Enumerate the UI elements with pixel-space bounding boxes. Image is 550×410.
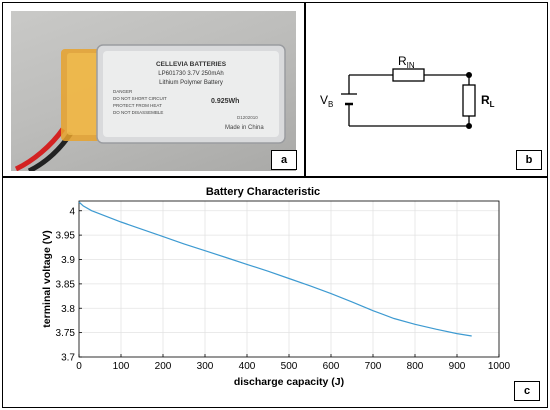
internal-resistor-label: RIN (398, 54, 415, 70)
battery-energy: 0.925Wh (211, 98, 239, 105)
y-tick-label: 3.95 (56, 231, 76, 242)
x-tick-label: 0 (76, 361, 82, 372)
source-voltage-label: VB (320, 93, 333, 109)
y-tick-label: 3.7 (61, 353, 75, 364)
battery-model: LP601730 3.7V 250mAh (158, 71, 223, 77)
battery-type: Lithium Polymer Battery (159, 80, 223, 86)
panel-c: Battery Characteristic 0 100 200 300 400 500 6… (2, 177, 548, 408)
y-tick-label: 3.75 (56, 328, 76, 339)
x-tick-label: 1000 (488, 361, 511, 372)
panel-b-tag: b (516, 150, 542, 170)
y-axis-label: terminal voltage (V) (41, 230, 53, 327)
battery-label (103, 51, 279, 137)
battery-photo: CELLEVIA BATTERIES LP601730 3.7V 250mAh … (14, 44, 286, 171)
junction-top (466, 72, 472, 78)
x-tick-label: 800 (407, 361, 424, 372)
load-resistor (462, 84, 476, 117)
y-tick-label: 3.8 (61, 304, 75, 315)
tape-highlight (67, 53, 101, 135)
panel-c-tag: c (514, 381, 540, 401)
load-resistor-label: RL (481, 93, 495, 109)
circuit-diagram: RIN VB RL (320, 54, 495, 129)
x-tick-label: 300 (197, 361, 214, 372)
battery-warning-1: DANGER (113, 89, 133, 94)
x-tick-label: 600 (323, 361, 340, 372)
battery-warning-4: DO NOT DISASSEMBLE (113, 110, 163, 115)
y-axis-ticks: 3.7 3.75 3.8 3.85 3.9 3.95 4 (56, 206, 82, 364)
battery-warning-2: DO NOT SHORT CIRCUIT (113, 96, 167, 101)
y-tick-label: 3.85 (56, 279, 76, 290)
junction-bottom (466, 123, 472, 129)
x-axis-label: discharge capacity (J) (234, 376, 344, 388)
panel-a: CELLEVIA BATTERIES LP601730 3.7V 250mAh … (2, 2, 305, 177)
x-tick-label: 100 (113, 361, 130, 372)
x-tick-label: 500 (281, 361, 298, 372)
x-axis-ticks: 0 100 200 300 400 500 600 700 800 900 1000 (76, 354, 511, 372)
x-tick-label: 900 (449, 361, 466, 372)
x-tick-label: 200 (155, 361, 172, 372)
y-tick-label: 3.9 (61, 255, 75, 266)
battery-origin: Made in China (225, 125, 264, 131)
panel-a-tag: a (271, 150, 297, 170)
y-tick-label: 4 (69, 206, 75, 217)
x-tick-label: 700 (365, 361, 382, 372)
chart-title: Battery Characteristic (206, 186, 320, 198)
panel-b: RIN VB RL b (305, 2, 548, 177)
battery-brand: CELLEVIA BATTERIES (156, 61, 227, 68)
internal-resistor (392, 68, 425, 82)
x-tick-label: 400 (239, 361, 256, 372)
battery-characteristic-chart: Battery Characteristic 0 100 200 300 400 500 6… (41, 186, 511, 388)
series-line-0 (78, 201, 472, 337)
battery-code: D1202010 (237, 115, 258, 120)
red-wire (14, 127, 66, 171)
series-layer (78, 201, 472, 337)
battery-warning-3: PROTECT FROM HEAT (113, 103, 162, 108)
